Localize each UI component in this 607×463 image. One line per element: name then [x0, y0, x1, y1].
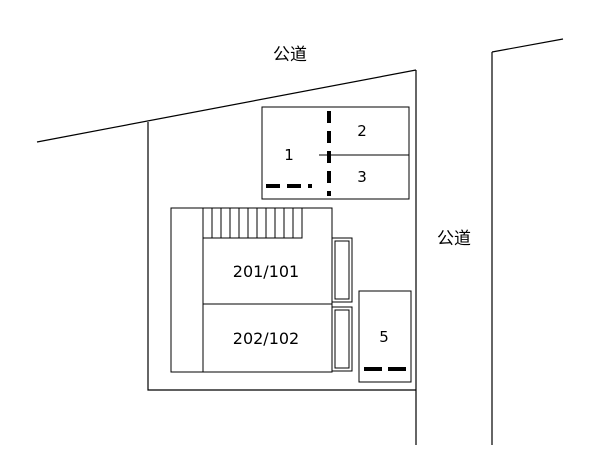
parking-5-label: 5	[379, 328, 389, 346]
stair-treads	[211, 208, 294, 238]
unit-label-upper: 201/101	[233, 262, 299, 281]
parking-block	[261, 106, 410, 200]
parking-1-label: 1	[284, 146, 294, 164]
unit-label-lower: 202/102	[233, 329, 299, 348]
parking-3-label: 3	[357, 168, 367, 186]
road-label-top: 公道	[273, 45, 307, 65]
balcony-lower-inner	[334, 309, 350, 369]
stairs	[202, 207, 303, 239]
balcony-lower-outer	[331, 306, 353, 372]
lot-boundary	[147, 122, 416, 391]
balcony-upper-inner	[334, 240, 350, 300]
road-edge-top	[36, 69, 417, 143]
road-edge-right-outer-slant	[491, 38, 564, 53]
road-label-right: 公道	[437, 229, 471, 249]
parking-space-5	[358, 290, 412, 383]
balcony-upper-outer	[331, 237, 353, 303]
parking-2-label: 2	[357, 122, 367, 140]
